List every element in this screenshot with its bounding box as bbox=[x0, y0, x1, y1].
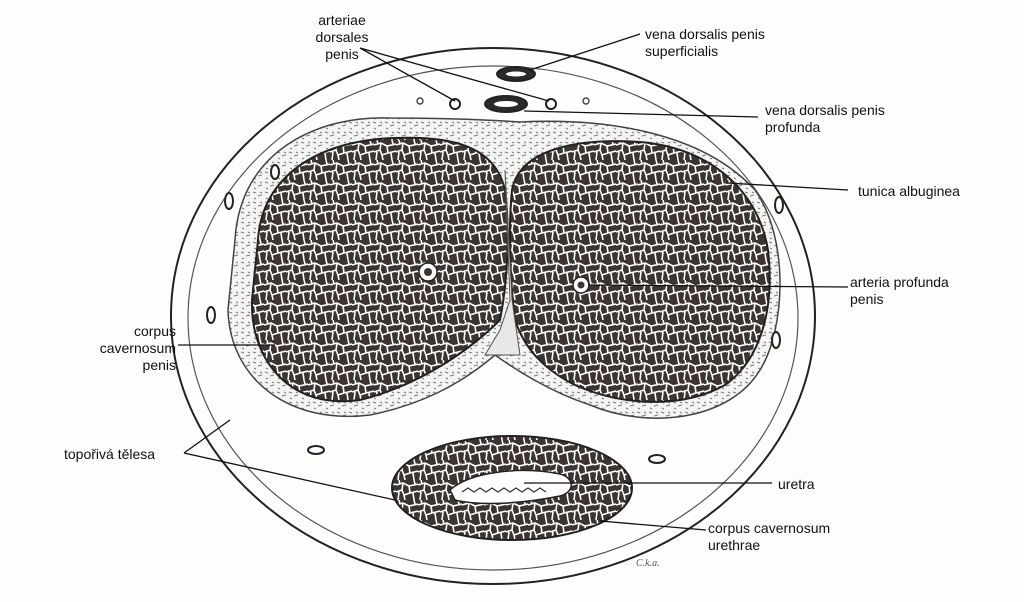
urethra-lumen bbox=[449, 469, 572, 505]
leader-lines bbox=[178, 33, 849, 531]
label-corpus-cavernosum-urethrae: corpus cavernosum urethrae bbox=[708, 520, 831, 553]
peripheral-veins bbox=[206, 164, 784, 464]
septum bbox=[484, 169, 521, 356]
label-vena-dorsalis-superficialis: vena dorsalis penis superficialis bbox=[645, 26, 765, 59]
label-vena-dorsalis-profunda: vena dorsalis penis profunda bbox=[765, 102, 885, 135]
artist-signature: C.k.a. bbox=[636, 558, 660, 569]
corpus-cavernosum-left bbox=[250, 136, 509, 403]
label-toporiva-telesa: topořivá tělesa bbox=[64, 446, 156, 462]
label-tunica-albuginea: tunica albuginea bbox=[858, 183, 960, 199]
fascia-outline bbox=[187, 65, 799, 571]
corpus-cavernosum-right bbox=[508, 140, 771, 403]
label-arteriae-dorsales-penis: arteriae dorsales penis bbox=[315, 12, 369, 62]
arteria-profunda-right bbox=[572, 276, 590, 294]
arteria-dorsalis-left bbox=[449, 98, 461, 110]
arteria-profunda-left bbox=[418, 262, 438, 282]
label-uretra: uretra bbox=[778, 476, 815, 492]
label-arteria-profunda-penis: arteria profunda penis bbox=[850, 274, 949, 307]
label-corpus-cavernosum-penis: corpus cavernosum penis bbox=[99, 323, 176, 373]
